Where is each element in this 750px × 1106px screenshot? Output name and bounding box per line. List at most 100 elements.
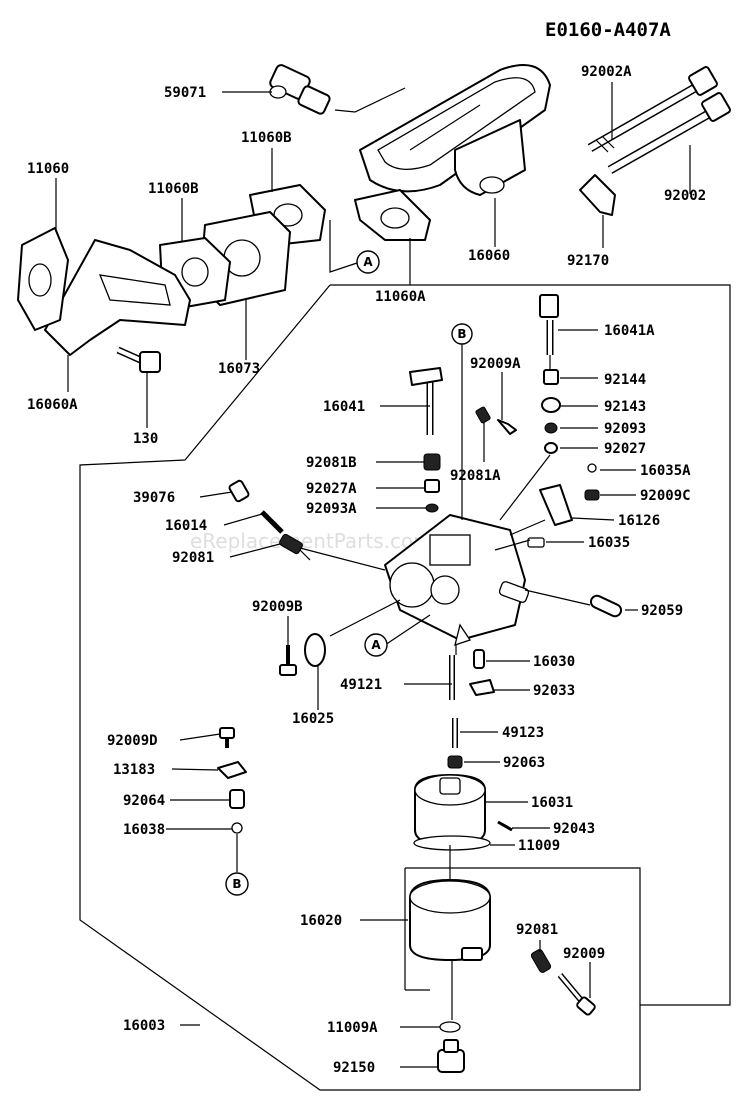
spring-92081-lower [530,949,552,973]
gasket-11009A [439,1021,461,1033]
label-11060B-upper: 11060B [241,130,292,146]
float-bowl-box [405,867,641,1005]
part-92144 [543,369,559,385]
label-92009B: 92009B [252,599,303,615]
air-horn [359,64,551,196]
label-11060B-lower: 11060B [148,181,199,197]
cap-39076 [228,479,250,503]
screw-92009D [219,727,235,748]
label-16060A: 16060A [27,397,78,413]
label-16014: 16014 [165,518,207,534]
screw-92009A [497,419,517,435]
label-16041A: 16041A [604,323,655,339]
part-92027A [424,479,440,493]
label-92063: 92063 [503,755,545,771]
label-49121: 49121 [340,677,382,693]
svg-text:B: B [457,327,466,341]
part-92063 [447,755,463,769]
label-16035: 16035 [588,535,630,551]
plate-16025 [304,633,326,667]
svg-text:A: A [371,638,381,652]
spring-92081A [475,406,491,424]
label-92170: 92170 [567,253,609,269]
spring-92081 [279,533,303,555]
intake-manifold [44,239,191,356]
elbow-fitting [269,64,331,115]
label-92143: 92143 [604,399,646,415]
lever-16126 [539,484,573,526]
label-92009C: 92009C [640,488,691,504]
float-bowl-16020 [409,879,491,961]
label-92144: 92144 [604,372,646,388]
screw-92009 [557,973,596,1016]
watermark: eReplacementParts.com [190,529,433,553]
bolt-130 [116,346,161,373]
label-11060: 11060 [27,161,69,177]
clip-92033 [469,679,495,696]
part-16038 [231,822,243,834]
part-92093 [544,422,558,434]
label-92009A: 92009A [470,356,521,372]
label-92081A: 92081A [450,468,501,484]
label-130: 130 [133,431,158,447]
part-92143 [541,397,561,413]
bolt-92150 [437,1039,465,1073]
label-92081: 92081 [172,550,214,566]
label-92043: 92043 [553,821,595,837]
label-92150: 92150 [333,1060,375,1076]
label-11009A: 11009A [327,1020,378,1036]
label-59071: 59071 [164,85,206,101]
screw-92009C [584,489,600,501]
float-16031 [414,774,486,846]
screw-16035 [527,537,545,548]
label-92064: 92064 [123,793,165,809]
screw-16014 [260,510,284,534]
label-92009D: 92009D [107,733,158,749]
leader-lines [55,82,691,1068]
label-92027: 92027 [604,441,646,457]
label-16041: 16041 [323,399,365,415]
label-16060: 16060 [468,248,510,264]
label-16030: 16030 [533,654,575,670]
part-92027 [544,442,558,454]
svg-text:B: B [232,877,241,891]
label-92033: 92033 [533,683,575,699]
bolt-92002 [607,92,731,174]
label-11060A: 11060A [375,289,426,305]
label-92093A: 92093A [306,501,357,517]
label-92002A: 92002A [581,64,632,80]
screw-92009B [279,645,297,676]
label-16126: 16126 [618,513,660,529]
carburetor-body [384,514,530,646]
label-16031: 16031 [531,795,573,811]
bracket-13183 [217,761,247,779]
part-92064 [229,789,245,809]
ref-marker-b-top: B [451,323,473,345]
pin-92043 [497,820,513,832]
label-16020: 16020 [300,913,342,929]
throttle-shaft [409,367,443,435]
part-92093A [425,503,439,513]
ref-marker-b-bottom: B [225,872,249,896]
spring-92081B [423,453,441,471]
label-16035A: 16035A [640,463,691,479]
ref-marker-a-mid: A [364,633,388,657]
label-11009: 11009 [518,838,560,854]
bracket-92170 [579,174,616,216]
ref-marker-a-top: A [356,250,380,274]
choke-shaft [539,294,559,355]
label-16025: 16025 [292,711,334,727]
bolt-92002A [587,66,718,153]
gasket-11009 [413,835,491,851]
assembly-outline [79,284,731,1091]
label-92081-lower: 92081 [516,922,558,938]
svg-text:A: A [363,255,373,269]
needle-16030 [473,649,485,669]
label-16003: 16003 [123,1018,165,1034]
part-16035A [587,463,597,473]
label-92093: 92093 [604,421,646,437]
label-92059: 92059 [641,603,683,619]
label-39076: 39076 [133,490,175,506]
label-16073: 16073 [218,361,260,377]
